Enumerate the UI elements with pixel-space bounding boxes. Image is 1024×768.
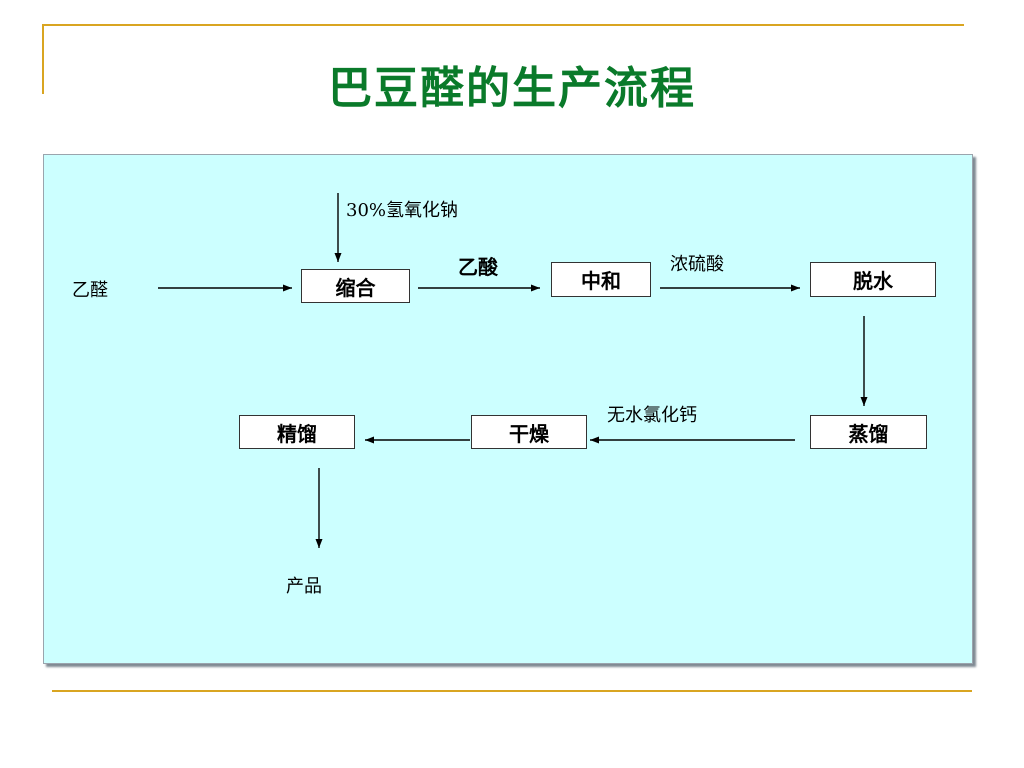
edge-label-anhydrous-cacl2: 无水氯化钙 <box>607 405 697 426</box>
node-rectify: 精馏 <box>239 415 355 449</box>
output-product-label: 产品 <box>286 576 322 597</box>
slide-title: 巴豆醛的生产流程 <box>328 63 696 114</box>
input-acetaldehyde-label: 乙醛 <box>72 280 108 301</box>
reagent-naoh-label: 30%氢氧化钠 <box>346 200 459 221</box>
node-distill: 蒸馏 <box>810 415 927 449</box>
edge-label-acetic-acid: 乙酸 <box>458 255 498 279</box>
node-condense: 缩合 <box>301 269 410 303</box>
node-dehydrate: 脱水 <box>810 262 936 297</box>
node-neutralize: 中和 <box>551 262 651 297</box>
node-dry: 干燥 <box>471 415 587 449</box>
decorative-top-rule <box>42 24 964 26</box>
edge-label-conc-sulfuric-acid: 浓硫酸 <box>670 254 724 275</box>
decorative-bottom-rule <box>52 690 972 692</box>
decorative-left-rule <box>42 24 44 94</box>
diagram-panel <box>43 154 973 664</box>
